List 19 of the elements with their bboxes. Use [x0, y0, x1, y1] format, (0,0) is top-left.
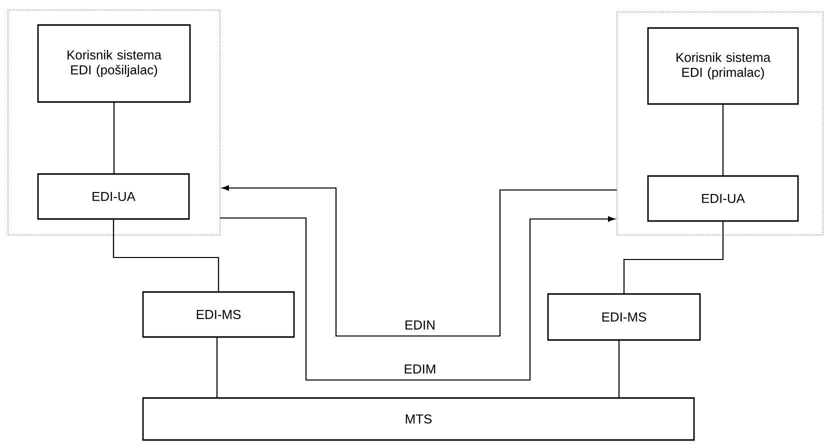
dotted-frame	[8, 10, 220, 236]
connector-line	[113, 102, 115, 174]
arrow	[220, 216, 616, 381]
process-box: MTS	[142, 397, 695, 441]
connector-line	[216, 337, 218, 398]
user-box: Korisnik sistema EDI (primalac)	[647, 27, 799, 105]
connector-line	[722, 104, 724, 176]
connector-line	[112, 219, 220, 292]
process-box: EDI-UA	[37, 173, 190, 220]
edge-label: EDIN	[404, 320, 436, 330]
process-box: EDI-MS	[547, 293, 701, 341]
dotted-frame	[616, 12, 824, 236]
edge-label: EDIM	[402, 364, 438, 374]
process-box: EDI-MS	[142, 291, 295, 338]
connector-line	[618, 340, 620, 398]
process-box: EDI-UA	[647, 175, 799, 222]
connector-line	[623, 221, 724, 294]
user-box: Korisnik sistema EDI (pošiljalac)	[37, 24, 191, 103]
arrow	[222, 185, 617, 337]
